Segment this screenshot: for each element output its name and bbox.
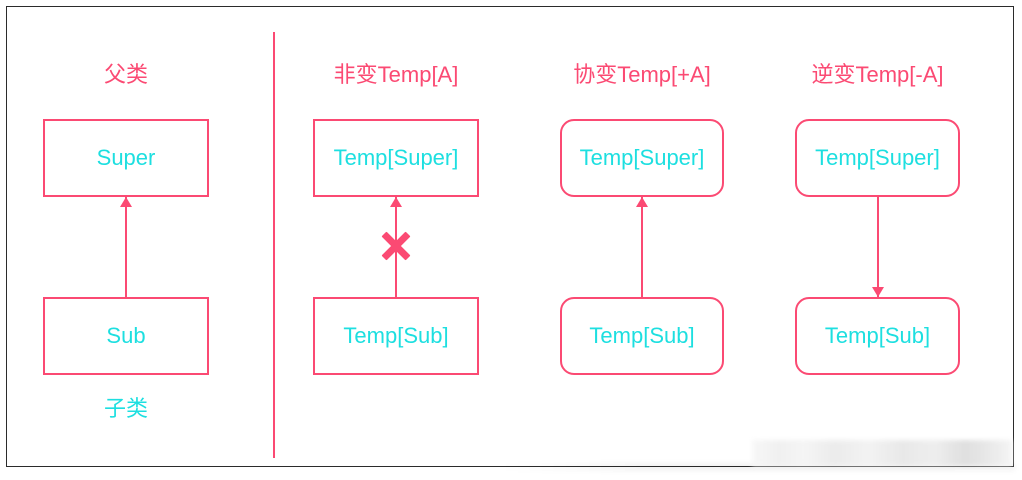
node-temp-super-contravariant: Temp[Super]	[795, 119, 960, 197]
arrowhead-down-contravariant	[872, 287, 884, 297]
node-label: Temp[Super]	[333, 145, 459, 170]
node-label: Temp[Sub]	[824, 323, 931, 348]
watermark-blurred	[752, 440, 1012, 466]
column-caption-inheritance: 子类	[103, 396, 148, 421]
column-heading-inheritance: 父类	[103, 62, 148, 87]
node-temp-super-covariant: Temp[Super]	[560, 119, 724, 197]
column-invariant: 非变Temp[A] Temp[Super] Temp[Sub]	[313, 0, 479, 480]
diagram-frame	[6, 6, 1014, 467]
node-label: Sub	[106, 323, 146, 348]
node-label: Temp[Super]	[815, 145, 940, 170]
node-label: Temp[Sub]	[589, 323, 695, 348]
arrow-line-inheritance	[125, 197, 127, 297]
column-heading-covariant: 协变Temp[+A]	[573, 62, 711, 87]
node-label: Super	[96, 145, 156, 170]
arrow-line-covariant	[641, 197, 643, 297]
node-temp-sub-contravariant: Temp[Sub]	[795, 297, 960, 375]
arrow-line-contravariant	[877, 197, 879, 297]
column-heading-invariant: 非变Temp[A]	[333, 62, 459, 87]
node-temp-super-invariant: Temp[Super]	[313, 119, 479, 197]
node-temp-sub-covariant: Temp[Sub]	[560, 297, 724, 375]
x-mark-icon	[378, 228, 414, 264]
arrowhead-up-inheritance	[120, 197, 132, 207]
arrowhead-up-covariant	[636, 197, 648, 207]
column-heading-contravariant: 逆变Temp[-A]	[811, 62, 944, 87]
column-contravariant: 逆变Temp[-A] Temp[Super] Temp[Sub]	[795, 0, 960, 480]
column-covariant: 协变Temp[+A] Temp[Super] Temp[Sub]	[560, 0, 724, 480]
arrowhead-up-invariant	[390, 197, 402, 207]
node-super: Super	[43, 119, 209, 197]
node-sub: Sub	[43, 297, 209, 375]
watermark-shadow	[500, 463, 1015, 471]
node-temp-sub-invariant: Temp[Sub]	[313, 297, 479, 375]
section-divider	[273, 32, 275, 458]
node-label: Temp[Super]	[579, 145, 705, 170]
node-label: Temp[Sub]	[343, 323, 449, 348]
column-inheritance: 父类 Super Sub 子类	[43, 0, 209, 480]
